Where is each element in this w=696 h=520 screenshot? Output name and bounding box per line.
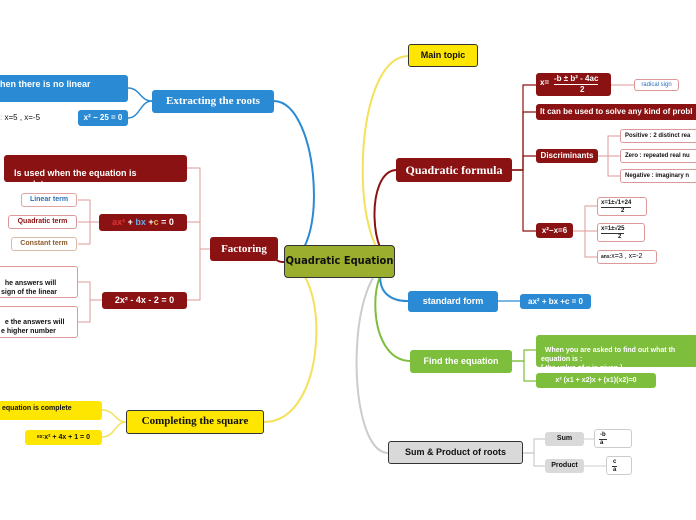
- factoring-node[interactable]: Factoring: [210, 237, 278, 261]
- step2-denominator: 2: [618, 234, 622, 240]
- factoring-note-sign-node[interactable]: he answers will sign of the linear: [0, 266, 78, 298]
- extracting-no-linear-node[interactable]: hen there is no linear: [0, 75, 128, 102]
- standard-form-equation-text: ax² + bx +c = 0: [528, 297, 583, 306]
- find-equation-desc-node[interactable]: When you are asked to find out what th e…: [536, 335, 696, 367]
- standard-form-label: standard form: [422, 296, 484, 306]
- extracting-answers-text: x=5 , x=-5: [4, 113, 41, 122]
- completing-square-label: Completing the square: [141, 415, 249, 427]
- standard-form-equation-node[interactable]: ax² + bx +c = 0: [520, 294, 591, 309]
- product-value-node[interactable]: c a: [606, 456, 632, 475]
- main-topic-label: Main topic: [420, 50, 466, 60]
- find-equation-formula-node[interactable]: x² (x1 + x2)x + (x1)(x2)=0: [536, 373, 656, 388]
- constant-term-node[interactable]: Constant term: [11, 237, 77, 251]
- factoring-note-higher-node[interactable]: e the answers will e higher number ear t…: [0, 306, 78, 338]
- constant-term-text: Constant term: [20, 240, 68, 247]
- plus-sign-2: +: [145, 217, 154, 227]
- extracting-no-linear-text: hen there is no linear: [0, 79, 91, 89]
- term-c: c: [153, 217, 159, 227]
- solve-all-node[interactable]: It can be used to solve any kind of prob…: [536, 104, 696, 120]
- main-topic-node[interactable]: Main topic: [408, 44, 478, 67]
- central-topic[interactable]: Quadratic Equation: [284, 245, 395, 278]
- quadratic-term-node[interactable]: Quadratic term: [8, 215, 77, 229]
- find-equation-desc-text: When you are asked to find out what th e…: [541, 347, 676, 367]
- completing-example-prefix: ex:: [37, 434, 45, 440]
- quadratic-formula-label: Quadratic formula: [405, 163, 503, 177]
- solve-all-text: It can be used to solve any kind of prob…: [540, 107, 693, 116]
- completing-example-node[interactable]: ex:x² + 4x + 1 = 0: [25, 430, 102, 445]
- formula-numerator: -b ± b² - 4ac: [554, 74, 599, 85]
- factoring-label: Factoring: [221, 243, 267, 255]
- step1-numerator: x=1±√1+24: [601, 200, 632, 208]
- factoring-note-sign-text: he answers will sign of the linear: [1, 280, 58, 296]
- formula-answer-prefix: ans:: [601, 254, 612, 260]
- formula-lhs: x=: [540, 78, 550, 87]
- term-ax2: ax²: [112, 217, 126, 227]
- formula-step1-node[interactable]: x=1±√1+24 2: [597, 197, 647, 216]
- discriminant-zero-text: Zero : repeated real nu: [625, 153, 690, 159]
- linear-term-text: Linear term: [29, 196, 69, 203]
- sum-value-denominator: a: [600, 440, 604, 446]
- sum-value-numerator: -b: [599, 432, 607, 440]
- term-bx: bx: [135, 217, 146, 227]
- radical-sign-node[interactable]: radical sign: [634, 79, 679, 91]
- product-label: Product: [551, 462, 578, 469]
- formula-denominator: 2: [580, 85, 585, 94]
- completing-complete-text: equation is complete: [2, 405, 72, 412]
- formula-example-text: x²−x=6: [541, 226, 568, 235]
- formula-answer-text: x=3 , x=-2: [611, 253, 643, 260]
- quadratic-term-text: Quadratic term: [17, 218, 68, 225]
- discriminant-negative-text: Negative : imaginary n: [625, 173, 690, 179]
- formula-example-node[interactable]: x²−x=6: [536, 223, 573, 238]
- discriminants-text: Discriminants: [540, 151, 594, 160]
- sum-product-label: Sum & Product of roots: [405, 447, 506, 457]
- completing-complete-node[interactable]: equation is complete: [0, 401, 102, 420]
- factoring-complete-node[interactable]: Is used when the equation is complete.: [4, 155, 187, 182]
- discriminant-negative-node[interactable]: Negative : imaginary n: [620, 169, 696, 183]
- extracting-roots-node[interactable]: Extracting the roots: [152, 90, 274, 113]
- formula-answer-node[interactable]: ans:x=3 , x=-2: [597, 250, 657, 264]
- product-value-numerator: c: [612, 459, 618, 467]
- extracting-answers: : x=5 , x=-5: [0, 113, 41, 122]
- factoring-complete-text: Is used when the equation is complete.: [9, 168, 137, 182]
- formula-node[interactable]: x= -b ± b² - 4ac 2: [536, 73, 611, 96]
- standard-form-node[interactable]: standard form: [408, 291, 498, 312]
- find-equation-label: Find the equation: [423, 356, 499, 366]
- extracting-roots-label: Extracting the roots: [166, 95, 260, 107]
- factoring-example-equation-node[interactable]: 2x² - 4x - 2 = 0: [102, 292, 187, 309]
- discriminants-node[interactable]: Discriminants: [536, 149, 598, 163]
- quadratic-formula-node[interactable]: Quadratic formula: [396, 158, 512, 182]
- discriminant-positive-node[interactable]: Positive : 2 distinct rea: [620, 129, 696, 143]
- completing-example-text: x² + 4x + 1 = 0: [44, 434, 90, 441]
- sum-product-node[interactable]: Sum & Product of roots: [388, 441, 523, 464]
- sum-node[interactable]: Sum: [545, 432, 584, 446]
- completing-square-node[interactable]: Completing the square: [126, 410, 264, 434]
- sum-label: Sum: [556, 435, 573, 442]
- product-node[interactable]: Product: [545, 459, 584, 473]
- factoring-note-higher-text: e the answers will e higher number ear t…: [1, 319, 65, 335]
- step2-numerator: x=1±√25: [601, 226, 625, 234]
- find-equation-node[interactable]: Find the equation: [410, 350, 512, 373]
- equals-zero: = 0: [158, 217, 174, 227]
- discriminant-positive-text: Positive : 2 distinct rea: [625, 133, 691, 139]
- factoring-general-equation-node[interactable]: ax² + bx +c = 0: [99, 214, 187, 231]
- factoring-example-text: 2x² - 4x - 2 = 0: [114, 295, 175, 305]
- extracting-equation-node[interactable]: x² − 25 = 0: [78, 110, 128, 126]
- product-value-denominator: a: [613, 467, 617, 473]
- discriminant-zero-node[interactable]: Zero : repeated real nu: [620, 149, 696, 163]
- central-topic-label: Quadratic Equation: [285, 254, 394, 267]
- linear-term-node[interactable]: Linear term: [21, 193, 77, 207]
- formula-step2-node[interactable]: x=1±√25 2: [597, 223, 645, 242]
- step1-denominator: 2: [621, 208, 625, 214]
- sum-value-node[interactable]: -b a: [594, 429, 632, 448]
- extracting-equation-text: x² − 25 = 0: [83, 113, 123, 122]
- radical-sign-text: radical sign: [641, 82, 672, 88]
- plus-sign-1: +: [125, 217, 136, 227]
- find-equation-formula-text: x² (x1 + x2)x + (x1)(x2)=0: [555, 377, 637, 384]
